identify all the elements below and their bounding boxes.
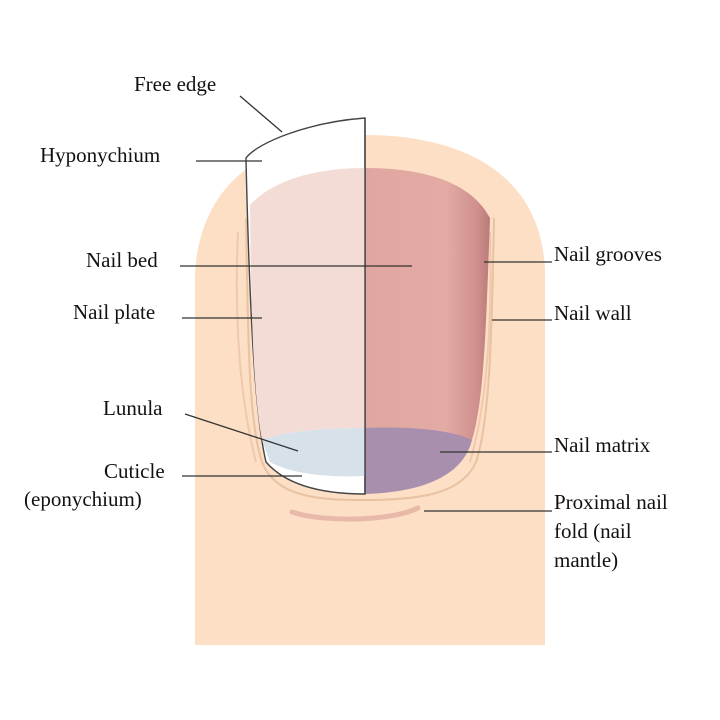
label-free-edge: Free edge (134, 72, 217, 96)
label-nail-grooves: Nail grooves (554, 242, 662, 266)
label-nail-plate: Nail plate (73, 300, 156, 324)
label-lunula: Lunula (103, 396, 163, 420)
nail-fold-outline (245, 217, 495, 502)
nail-bed-left (250, 168, 365, 440)
label-cuticle: Cuticle (104, 459, 165, 483)
nail-wall-right-line (469, 231, 492, 463)
label-proximal-nail-fold-2: fold (nail (554, 519, 632, 543)
nail-bed-right (365, 168, 490, 440)
leader-lunula (184, 413, 299, 452)
label-nail-matrix: Nail matrix (554, 433, 651, 457)
nail-wall-left-line (235, 231, 257, 463)
label-proximal-nail-fold-1: Proximal nail (554, 490, 668, 514)
nail-matrix-area (365, 427, 472, 494)
label-hyponychium: Hyponychium (40, 143, 161, 167)
lunula-area (262, 428, 365, 477)
label-nail-wall: Nail wall (554, 301, 632, 325)
label-proximal-nail-fold-3: mantle) (554, 548, 619, 572)
leader-free-edge (239, 95, 283, 133)
label-eponychium: (eponychium) (24, 487, 142, 511)
proximal-fold-curve (289, 505, 421, 522)
label-nail-bed: Nail bed (86, 248, 158, 272)
